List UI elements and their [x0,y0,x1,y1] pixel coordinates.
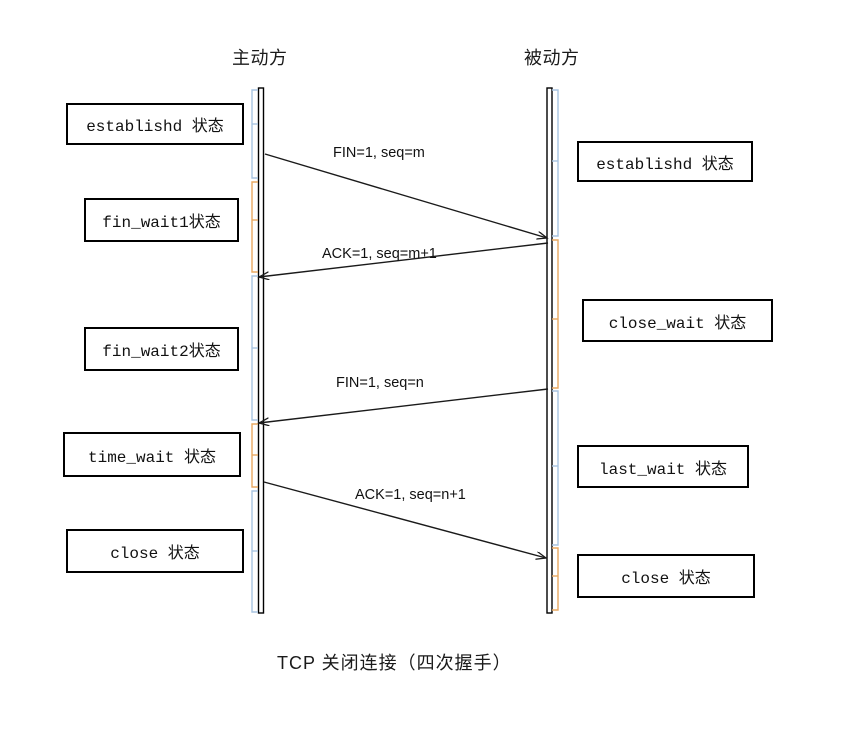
state-box-left-close: close 状态 [66,529,244,573]
state-box-right-close: close 状态 [577,554,755,598]
bracket-close-right [552,547,559,611]
bracket-establishd-left [251,89,258,179]
message-label-fin-seq-m: FIN=1, seq=m [333,145,425,161]
bracket-close-wait [552,239,559,389]
bracket-fin-wait1 [251,181,258,273]
state-box-right-establishd: establishd 状态 [577,141,753,182]
lifeline-active-party [257,87,265,614]
bracket-last-wait [552,390,559,546]
state-box-left-fin-wait1: fin_wait1状态 [84,198,239,242]
bracket-establishd-right [552,89,559,237]
message-arrow-fin-seq-n [259,388,549,423]
diagram-caption: TCP 关闭连接（四次握手） [277,653,512,673]
state-box-left-time-wait: time_wait 状态 [63,432,241,477]
message-label-fin-seq-n: FIN=1, seq=n [336,375,424,391]
message-label-ack-seq-m-plus-1: ACK=1, seq=m+1 [322,246,437,262]
state-box-right-close-wait: close_wait 状态 [582,299,773,342]
message-arrow-ack-seq-m-plus-1 [259,242,549,277]
bracket-group-active-party [251,89,258,613]
state-box-right-last-wait: last_wait 状态 [577,445,749,488]
lane-title-passive-party: 被动方 [524,48,580,68]
lifeline-passive-party [546,87,553,614]
state-box-left-establishd: establishd 状态 [66,103,244,145]
bracket-group-passive-party [552,89,559,611]
message-arrow-ack-seq-n-plus-1 [263,481,546,558]
message-label-ack-seq-n-plus-1: ACK=1, seq=n+1 [355,487,466,503]
lane-title-active-party: 主动方 [232,48,288,68]
state-box-left-fin-wait2: fin_wait2状态 [84,327,239,371]
message-arrow-fin-seq-m [264,153,547,238]
